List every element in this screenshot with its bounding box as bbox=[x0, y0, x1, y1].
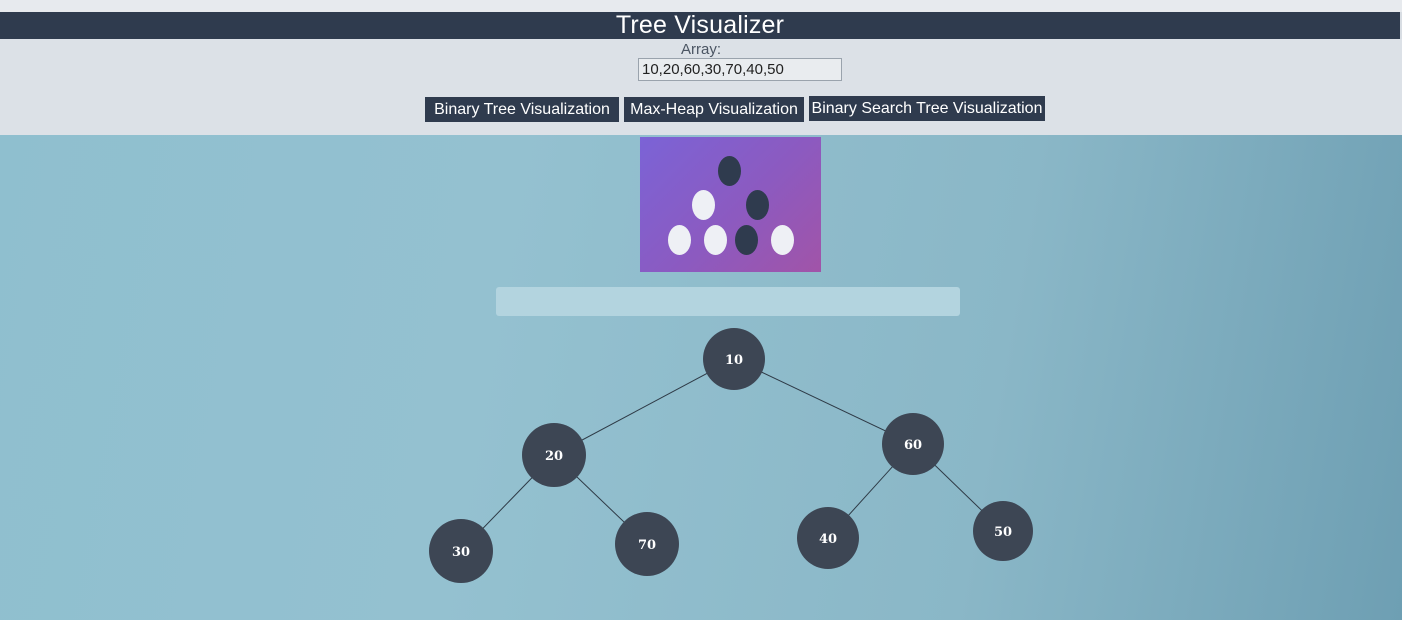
tree-node-value: 60 bbox=[904, 438, 922, 453]
tree-node-circle bbox=[429, 519, 493, 583]
tree-edge bbox=[733, 358, 914, 445]
tree-node-value: 50 bbox=[994, 525, 1012, 540]
tree-nodes: 10 20 60 30 70 40 50 bbox=[429, 328, 1033, 583]
tree-node-value: 70 bbox=[638, 538, 656, 553]
logo-dot bbox=[692, 190, 715, 220]
array-label: Array: bbox=[680, 41, 721, 58]
logo-dot bbox=[668, 225, 691, 255]
message-bar bbox=[496, 287, 960, 316]
logo-dot bbox=[746, 190, 769, 220]
page-title: Tree Visualizer bbox=[615, 11, 785, 39]
logo-dot bbox=[771, 225, 794, 255]
tree-node-value: 20 bbox=[545, 449, 563, 464]
tree-node-circle bbox=[882, 413, 944, 475]
logo-dot bbox=[704, 225, 727, 255]
tree-edge bbox=[553, 358, 735, 456]
tree-node-value: 10 bbox=[725, 353, 743, 368]
tree-node-circle bbox=[703, 328, 765, 390]
tree-node-circle bbox=[615, 512, 679, 576]
tree-node-value: 40 bbox=[819, 532, 837, 547]
binary-search-tree-button[interactable]: Binary Search Tree Visualization bbox=[809, 96, 1045, 121]
tree-logo bbox=[640, 137, 821, 272]
logo-dot bbox=[718, 156, 741, 186]
array-input[interactable] bbox=[638, 58, 842, 81]
header-bar: Tree Visualizer bbox=[0, 11, 1400, 39]
tree-node-circle bbox=[797, 507, 859, 569]
tree-node: 10 bbox=[703, 328, 765, 390]
tree-node-value: 30 bbox=[452, 545, 470, 560]
controls-panel: Array: Binary Tree Visualization Max-Hea… bbox=[0, 39, 1402, 135]
tree-node: 70 bbox=[615, 512, 679, 576]
logo-dot bbox=[735, 225, 758, 255]
tree-node-circle bbox=[522, 423, 586, 487]
top-strip bbox=[0, 0, 1402, 12]
tree-node: 60 bbox=[882, 413, 944, 475]
tree-node: 30 bbox=[429, 519, 493, 583]
tree-node: 50 bbox=[973, 501, 1033, 561]
tree-node: 20 bbox=[522, 423, 586, 487]
tree-node: 40 bbox=[797, 507, 859, 569]
tree-node-circle bbox=[973, 501, 1033, 561]
binary-tree-button[interactable]: Binary Tree Visualization bbox=[425, 97, 619, 122]
max-heap-button[interactable]: Max-Heap Visualization bbox=[624, 97, 804, 122]
